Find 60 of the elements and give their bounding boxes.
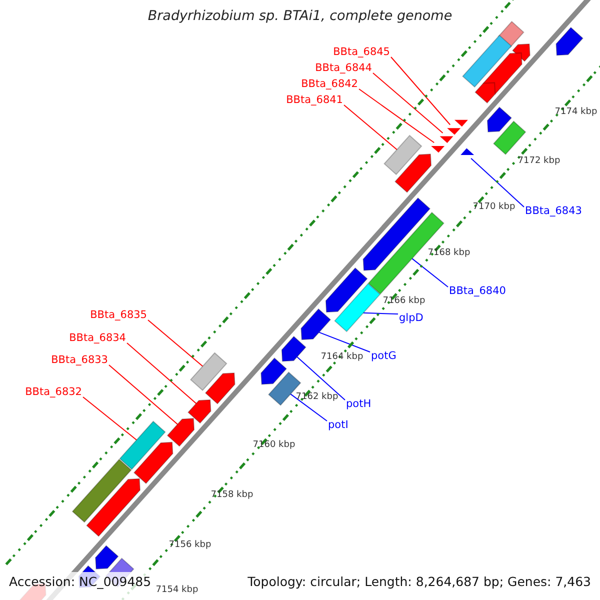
leader-line — [82, 396, 138, 440]
genome-stats-text: Topology: circular; Length: 8,264,687 bp; Genes: 7,463 — [248, 575, 591, 589]
gene-label: BBta_6845 — [333, 45, 390, 59]
gene-label: BBta_6833 — [51, 353, 108, 367]
leader-line — [290, 394, 328, 422]
gene-block — [474, 82, 496, 104]
scale-label: 7166 kbp — [382, 296, 426, 306]
scale-label: 7158 kbp — [210, 490, 254, 500]
gene-label: glpD — [399, 311, 424, 325]
gene-wedge — [460, 148, 474, 155]
leader-line — [470, 158, 524, 208]
gene-label: BBta_6841 — [286, 93, 343, 107]
scale-label: 7154 kbp — [154, 584, 200, 596]
gene-label: BBta_6840 — [449, 284, 506, 298]
gene-block — [281, 336, 306, 362]
gene-label: BBta_6835 — [90, 308, 147, 322]
leader-line — [372, 72, 444, 134]
gene-label: BBta_6844 — [315, 61, 372, 75]
gene-block — [394, 154, 432, 193]
gene-block — [325, 267, 368, 313]
scale-label: 7170 kbp — [472, 202, 516, 212]
leader-line — [296, 356, 346, 400]
gene-block — [300, 308, 332, 340]
gene-label: potI — [328, 418, 348, 432]
gene-wedge — [440, 136, 454, 143]
leader-line — [362, 312, 398, 314]
leader-line — [344, 104, 398, 150]
scale-label: 7156 kbp — [168, 540, 212, 550]
gene-label: BBta_6834 — [69, 331, 126, 345]
gene-wedge — [454, 120, 468, 127]
gene-label: potH — [346, 397, 372, 411]
diagram-title: Bradyrhizobium sp. BTAi1, complete genome — [148, 9, 452, 23]
scale-label: 7168 kbp — [426, 248, 472, 258]
scale-label: 7160 kbp — [252, 440, 296, 450]
gene-block — [133, 442, 174, 484]
gene-block — [187, 399, 212, 424]
leader-line — [358, 88, 435, 144]
leader-line — [148, 320, 204, 367]
leader-line — [412, 258, 448, 288]
accession-text: Accession: NC_009485 — [9, 575, 152, 589]
gene-block — [260, 357, 288, 385]
gene-block — [204, 372, 236, 404]
gene-wedge — [447, 128, 461, 135]
scale-label: 7174 kbp — [554, 106, 598, 118]
gene-label: BBta_6842 — [301, 77, 358, 91]
scale-label: 7164 kbp — [320, 352, 364, 362]
gene-label: potG — [371, 349, 396, 363]
gene-block — [556, 26, 584, 56]
scale-label: 7172 kbp — [516, 156, 562, 166]
gene-label: BBta_6843 — [525, 204, 582, 218]
gene-label: BBta_6832 — [25, 385, 82, 399]
leader-line — [108, 364, 178, 425]
leader-line — [318, 332, 370, 352]
gene-block — [486, 106, 512, 132]
leader-line — [126, 342, 197, 404]
gene-wedge — [431, 146, 445, 153]
gene-block — [95, 545, 119, 570]
gene-block — [86, 478, 141, 537]
scale-label: 7162 kbp — [294, 392, 340, 402]
leader-line — [390, 56, 451, 126]
